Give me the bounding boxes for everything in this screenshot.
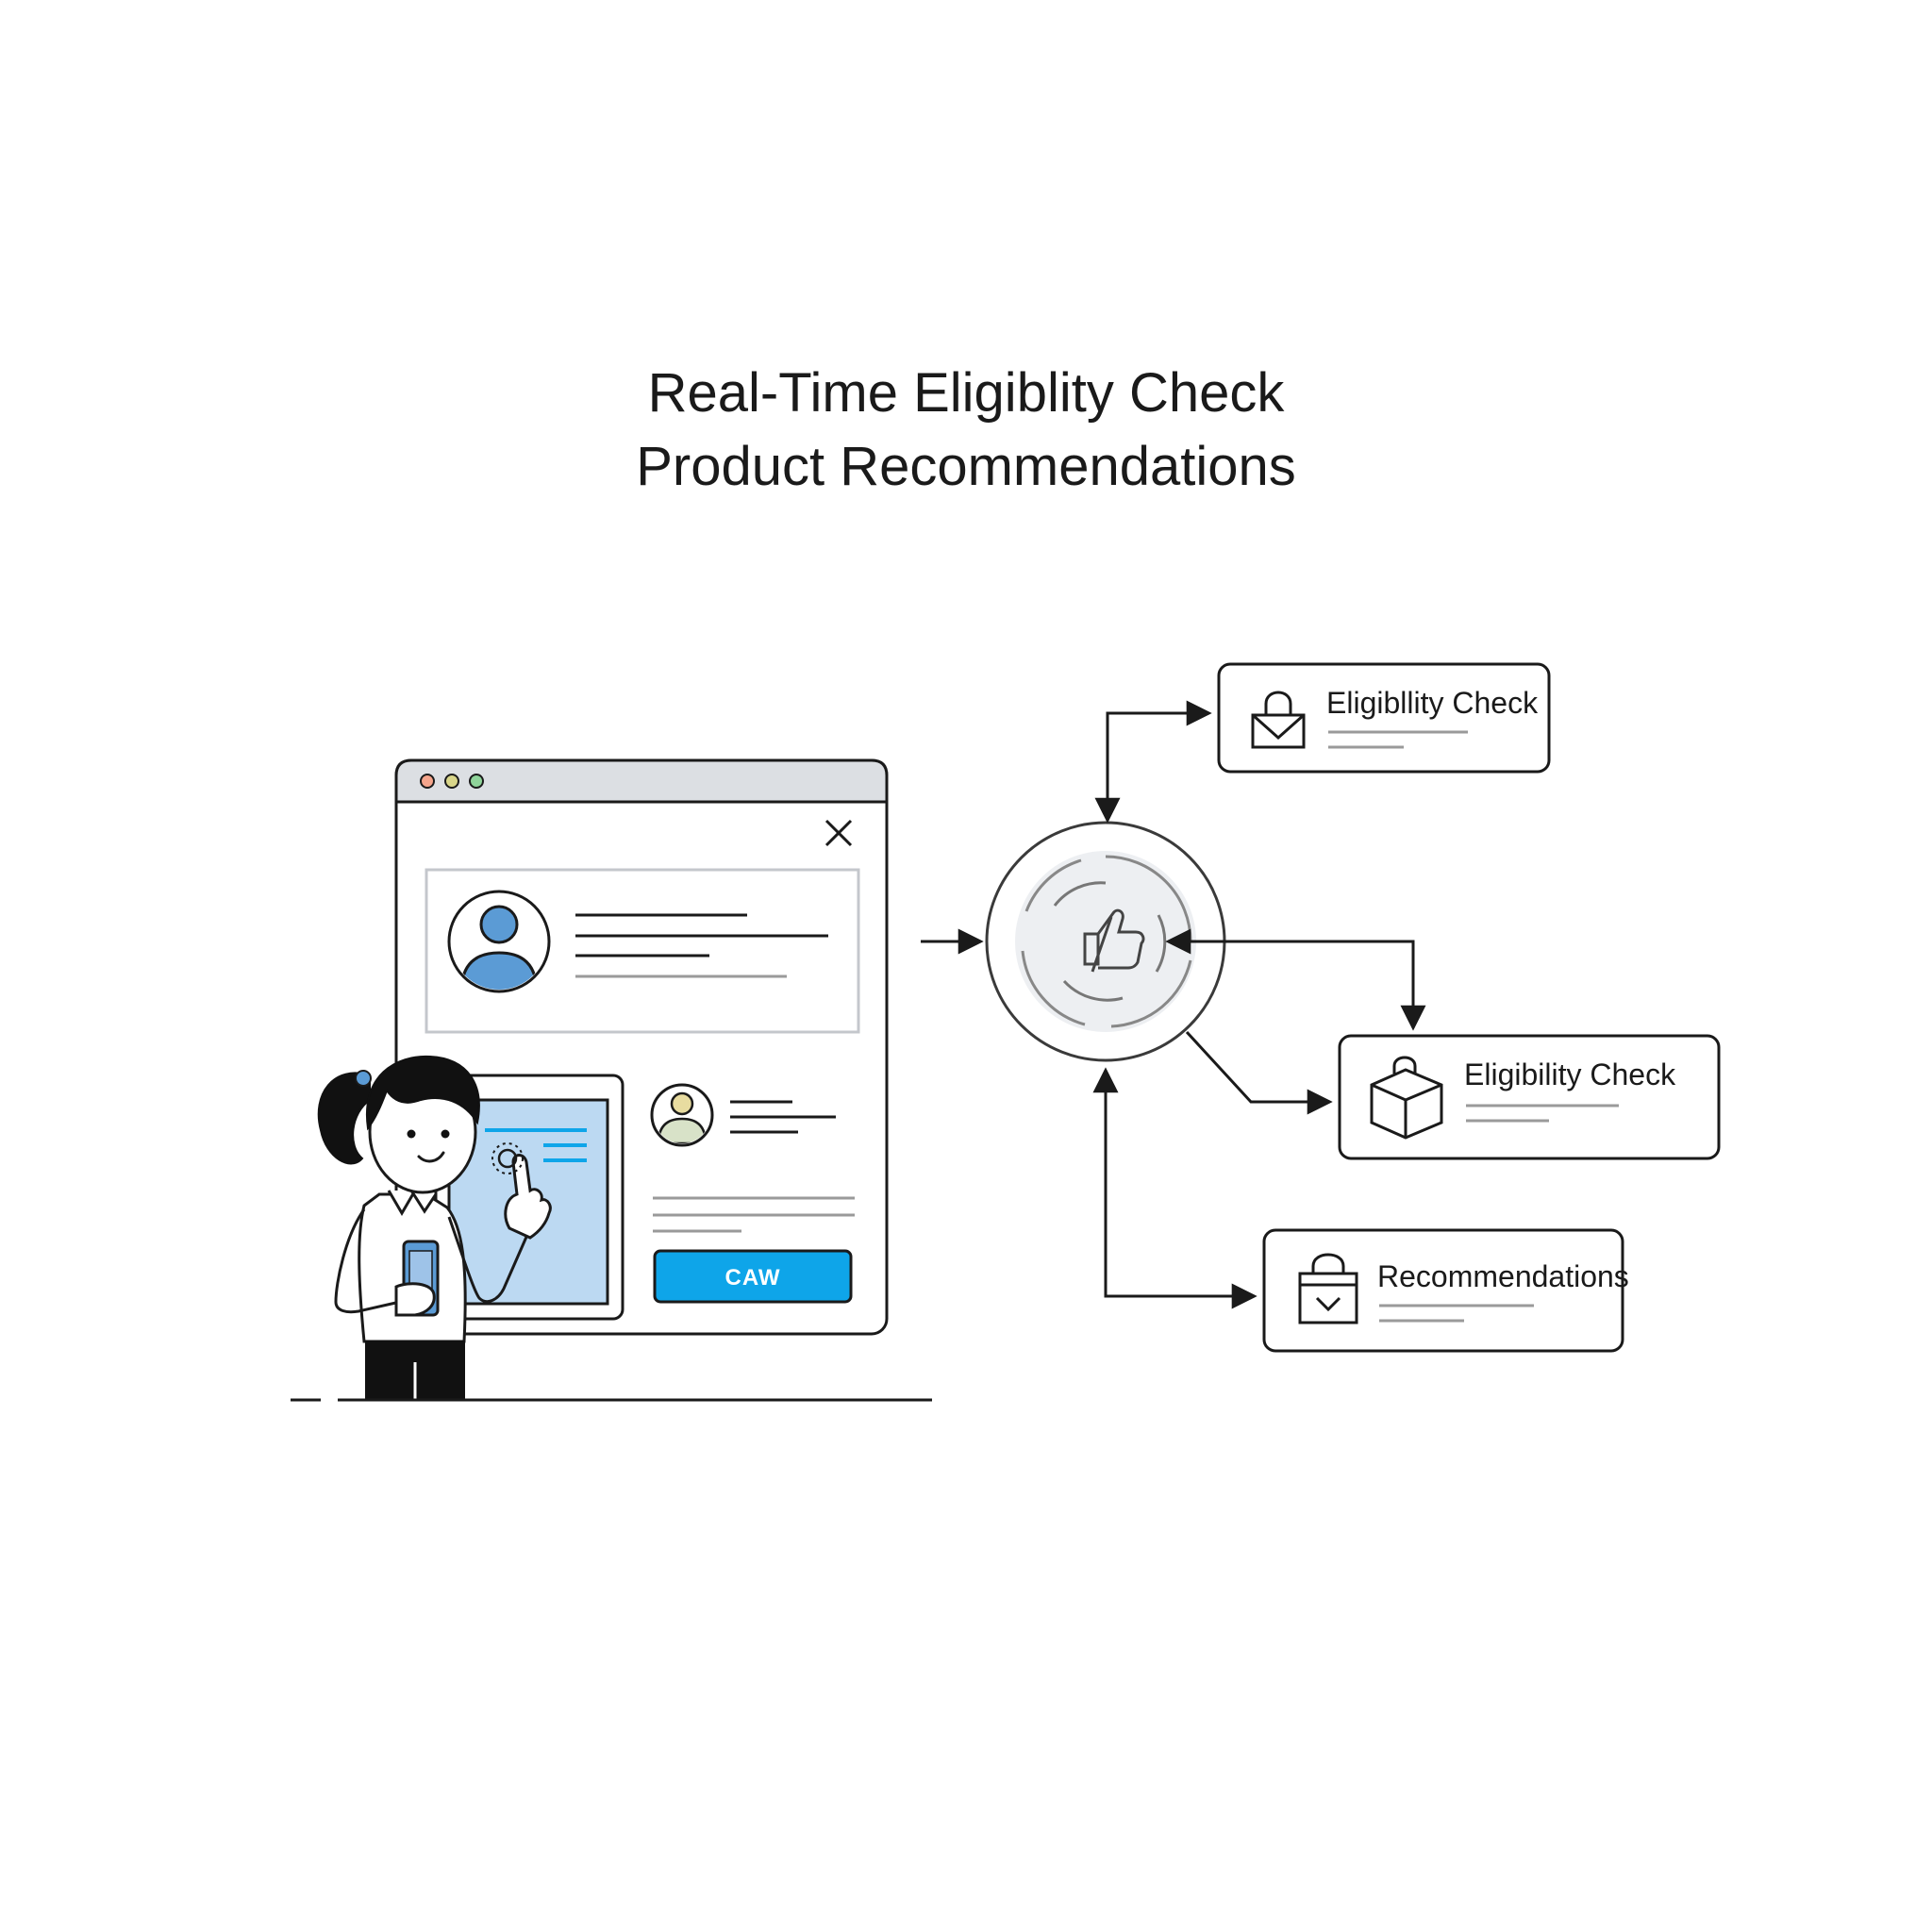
title-line-1: Real-Time Eligiblity Check <box>647 362 1285 424</box>
cta-button[interactable]: CAW <box>653 1249 853 1304</box>
person-illustration <box>317 1055 552 1401</box>
arrow-hub-card1 <box>1094 700 1212 824</box>
window-dot-green[interactable] <box>469 774 484 789</box>
card-2-label: Eligibility Check <box>1464 1058 1676 1091</box>
cta-button-label: CAW <box>725 1265 781 1291</box>
profile-text-lines <box>575 913 828 978</box>
tap-indicator-icon <box>491 1142 524 1174</box>
card-recommendations[interactable]: Recommendations <box>1262 1228 1629 1353</box>
window-dot-red[interactable] <box>420 774 435 789</box>
thumbs-up-icon <box>1083 908 1145 973</box>
lock-envelope-icon <box>1251 691 1306 749</box>
browser-window: CAW <box>394 758 889 1336</box>
arrow-card2-to-hub <box>1165 928 1426 1031</box>
card-3-label: Recommendations <box>1377 1259 1629 1293</box>
window-dot-yellow[interactable] <box>444 774 459 789</box>
close-icon[interactable] <box>824 819 853 847</box>
secondary-avatar-icon <box>650 1083 714 1147</box>
shopping-bag-icon <box>1298 1253 1358 1324</box>
diagram-title: Real-Time Eligiblity Check Product Recom… <box>0 357 1932 504</box>
connectors <box>921 700 1426 1309</box>
secondary-text-lines <box>653 1100 855 1233</box>
card-eligibility-check-1[interactable]: Eligibllity Check <box>1217 662 1551 774</box>
card-1-label: Eligibllity Check <box>1326 686 1539 720</box>
title-line-2: Product Recommendations <box>636 436 1296 497</box>
arrow-hub-to-card2 <box>1185 1030 1333 1115</box>
hub-node <box>985 821 1226 1062</box>
card-eligibility-check-2[interactable]: Eligibility Check <box>1338 1034 1721 1160</box>
arrow-hub-card3 <box>1092 1067 1257 1309</box>
user-avatar-icon <box>447 890 551 993</box>
box-icon <box>1370 1056 1443 1140</box>
